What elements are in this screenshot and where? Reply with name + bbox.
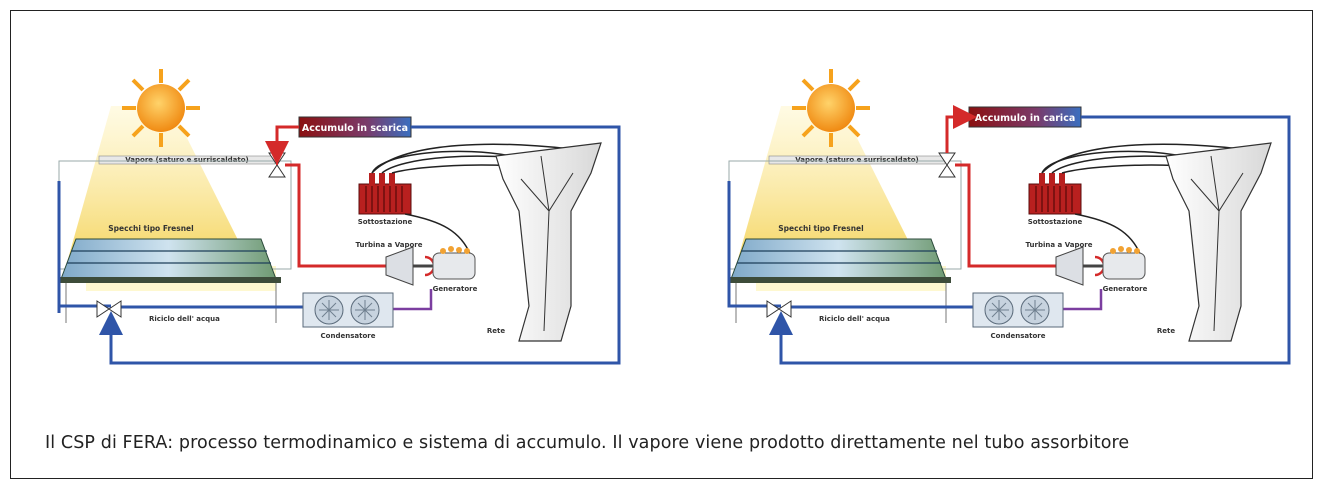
light-beam (66, 106, 251, 266)
hot-pipes (265, 125, 386, 268)
recirc-valve-icon (766, 300, 792, 318)
mirror-legs (65, 283, 277, 323)
storage-label: Accumulo in carica (975, 113, 1075, 124)
recirc-valve-icon (96, 300, 122, 318)
turbine-icon (1055, 246, 1106, 286)
mirrors-label: Specchi tipo Fresnel (108, 224, 193, 233)
grid-label: Rete (487, 327, 505, 335)
substation-label: Sottostazione (358, 218, 413, 226)
storage-unit: Accumulo in carica (968, 106, 1082, 128)
grid-label: Rete (1157, 327, 1175, 335)
substation-icon (1028, 173, 1082, 215)
generator-icon (432, 246, 476, 280)
cold-pipes (727, 115, 1291, 365)
steam-label: Vapore (saturo e surriscaldato) (125, 156, 249, 164)
condenser-icon (972, 292, 1064, 328)
hot-pipes (945, 105, 1056, 268)
condenser-icon (302, 292, 394, 328)
storage-unit: Accumulo in scarica (298, 116, 412, 138)
fresnel-mirrors (730, 238, 947, 280)
valve-icon (938, 152, 956, 178)
turbine-icon (385, 246, 436, 286)
recirc-label: Riciclo dell' acqua (149, 315, 220, 323)
mirror-legs (735, 283, 947, 323)
sun-icon (792, 69, 870, 147)
turbine-label: Turbina a Vapore (1026, 241, 1093, 249)
recirc-label: Riciclo dell' acqua (819, 315, 890, 323)
condenser-label: Condensatore (321, 332, 376, 340)
substation-icon (358, 173, 412, 215)
figure-caption: Il CSP di FERA: processo termodinamico e… (45, 433, 1130, 453)
cold-pipes (57, 125, 621, 365)
mirrors-label: Specchi tipo Fresnel (778, 224, 863, 233)
csp-diagram-discharge: Vapore (saturo e surriscaldato) Specchi … (41, 61, 621, 381)
grid-tower-icon (1165, 142, 1272, 342)
substation-label: Sottostazione (1028, 218, 1083, 226)
steam-label: Vapore (saturo e surriscaldato) (795, 156, 919, 164)
csp-schematic-charge: Vapore (saturo e surriscaldato) Specchi … (727, 69, 1291, 365)
storage-label: Accumulo in scarica (302, 123, 408, 134)
condenser-label: Condensatore (991, 332, 1046, 340)
condenser-link (1063, 289, 1103, 311)
light-beam (736, 106, 921, 266)
mirror-base (59, 277, 281, 283)
condenser-link (393, 289, 433, 311)
mirror-base (729, 277, 951, 283)
generator-icon (1102, 246, 1146, 280)
fresnel-mirrors (60, 238, 277, 280)
generator-label: Generatore (433, 285, 478, 293)
csp-diagram-charge: Vapore (saturo e surriscaldato) Specchi … (711, 61, 1291, 381)
csp-schematic-discharge: Vapore (saturo e surriscaldato) Specchi … (57, 69, 621, 365)
sun-icon (122, 69, 200, 147)
figure-frame: Vapore (saturo e surriscaldato) Specchi … (10, 10, 1313, 479)
generator-label: Generatore (1103, 285, 1148, 293)
grid-tower-icon (495, 142, 602, 342)
turbine-label: Turbina a Vapore (356, 241, 423, 249)
